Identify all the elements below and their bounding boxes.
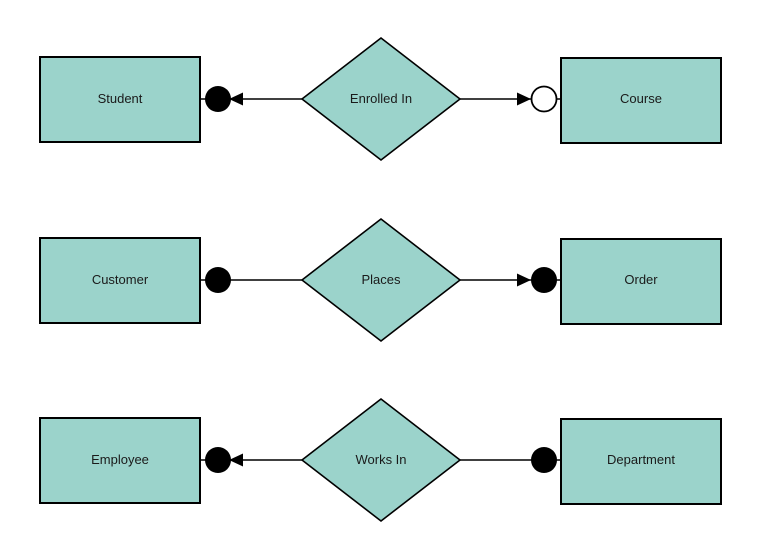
entity-box-customer[interactable] bbox=[39, 237, 201, 324]
cardinality-marker-filled-circle-employee bbox=[205, 447, 231, 473]
er-relationship-row: Student Enrolled In Course bbox=[39, 36, 722, 162]
arrowhead-right-order bbox=[517, 273, 531, 287]
relationship-label-places: Places bbox=[361, 272, 401, 287]
arrowhead-left-employee bbox=[229, 453, 243, 467]
arrowhead-left-student bbox=[229, 92, 243, 106]
arrowhead-right-course bbox=[517, 92, 531, 106]
entity-box-department[interactable] bbox=[560, 418, 722, 505]
entity-label-customer: Customer bbox=[92, 272, 149, 287]
relationship-diamond-enrolled-in[interactable] bbox=[300, 36, 462, 162]
relationship-diamond-places[interactable] bbox=[300, 217, 462, 343]
entity-label-employee: Employee bbox=[91, 452, 149, 467]
entity-box-student[interactable] bbox=[39, 56, 201, 143]
cardinality-marker-filled-circle-student bbox=[205, 86, 231, 112]
relationship-label-enrolled-in: Enrolled In bbox=[350, 91, 412, 106]
entity-label-student: Student bbox=[98, 91, 143, 106]
entity-label-department: Department bbox=[607, 452, 675, 467]
entity-box-employee[interactable] bbox=[39, 417, 201, 504]
er-relationship-row: Employee Works In Department bbox=[39, 397, 722, 523]
cardinality-marker-hollow-circle-course bbox=[530, 85, 558, 113]
cardinality-marker-filled-circle-order bbox=[531, 267, 557, 293]
cardinality-marker-filled-circle-customer bbox=[205, 267, 231, 293]
entity-label-course: Course bbox=[620, 91, 662, 106]
relationship-diamond-works-in[interactable] bbox=[300, 397, 462, 523]
entity-box-order[interactable] bbox=[560, 238, 722, 325]
cardinality-marker-filled-circle-department bbox=[531, 447, 557, 473]
entity-box-course[interactable] bbox=[560, 57, 722, 144]
relationship-label-works-in: Works In bbox=[355, 452, 406, 467]
er-relationship-row: Customer Places Order bbox=[39, 217, 722, 343]
entity-label-order: Order bbox=[624, 272, 658, 287]
